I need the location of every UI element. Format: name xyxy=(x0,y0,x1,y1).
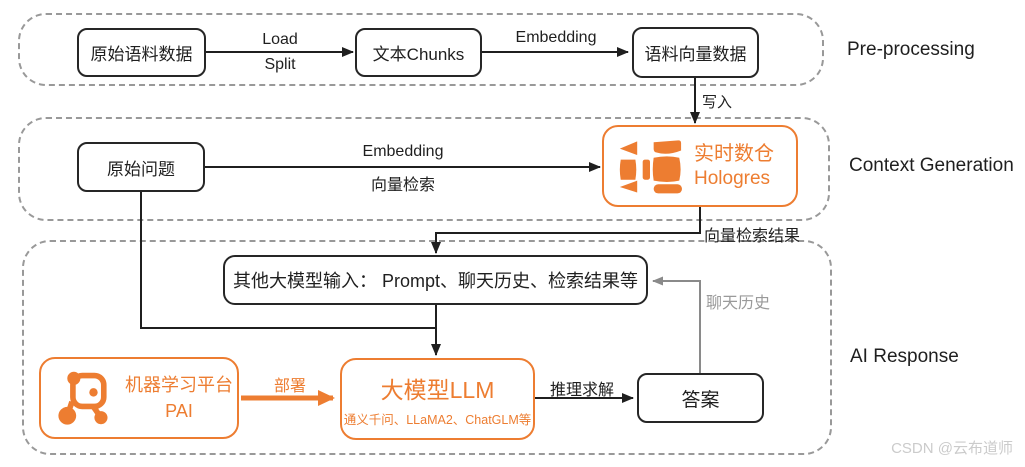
node-label: 原始语料数据 xyxy=(90,45,193,64)
section-label-preprocessing: Pre-processing xyxy=(847,39,975,60)
edge-label-vector-search-result: 向量检索结果 xyxy=(704,228,801,245)
pai-icon xyxy=(58,371,108,425)
pai-title: 机器学习平台 xyxy=(125,375,233,395)
hologres-title: 实时数仓 xyxy=(694,142,774,165)
node-raw-corpus-data: 原始语料数据 xyxy=(77,28,206,77)
edge-label-inference: 推理求解 xyxy=(549,382,614,399)
node-hologres: 实时数仓 Hologres xyxy=(602,125,798,207)
node-text-chunks: 文本Chunks xyxy=(355,28,482,77)
node-corpus-vector-data: 语料向量数据 xyxy=(632,27,759,78)
edge-vector-search-result xyxy=(431,207,701,254)
edge-chat-history-feedback xyxy=(652,276,701,373)
ai-response-section-frame xyxy=(22,240,832,455)
edge-question-to-llm xyxy=(140,192,436,329)
llm-title: 大模型LLM xyxy=(380,376,495,403)
node-raw-question: 原始问题 xyxy=(77,142,205,192)
edge-label-split: Split xyxy=(264,56,296,73)
llm-subtitle: 通义千问、LLaMA2、ChatGLM等 xyxy=(343,412,532,427)
edge-label-load: Load xyxy=(262,31,298,48)
node-llm: 大模型LLM 通义千问、LLaMA2、ChatGLM等 xyxy=(340,358,535,440)
node-label-group: 机器学习平台 PAI xyxy=(125,374,233,422)
node-pai-platform: 机器学习平台 PAI xyxy=(39,357,239,439)
edge-label-embedding-query: Embedding xyxy=(362,143,444,160)
node-label: 语料向量数据 xyxy=(644,45,747,64)
preprocessing-section-frame xyxy=(18,13,824,86)
context-generation-section-frame xyxy=(18,117,830,221)
node-label: 原始问题 xyxy=(107,159,175,179)
edge-label-deploy: 部署 xyxy=(273,378,306,395)
node-label: 文本Chunks xyxy=(372,45,465,64)
node-llm-other-inputs: 其他大模型输入： Prompt、聊天历史、检索结果等 xyxy=(223,255,648,305)
edge-label-vector-search: 向量检索 xyxy=(370,177,435,194)
node-label: 其他大模型输入： Prompt、聊天历史、检索结果等 xyxy=(232,271,638,291)
pai-subtitle: PAI xyxy=(165,400,193,421)
node-label-group: 实时数仓 Hologres xyxy=(694,142,774,191)
edge-label-chat-history: 聊天历史 xyxy=(706,295,771,312)
node-label: 答案 xyxy=(681,389,720,411)
hologres-icon xyxy=(619,140,682,194)
watermark: CSDN @云布道师 xyxy=(891,440,1013,457)
section-label-ai-response: AI Response xyxy=(850,346,959,367)
edge-label-write: 写入 xyxy=(702,94,733,111)
node-answer: 答案 xyxy=(637,373,764,423)
section-label-context-generation: Context Generation xyxy=(849,155,1014,176)
hologres-subtitle: Hologres xyxy=(694,167,771,189)
edge-label-embedding-top: Embedding xyxy=(515,29,597,46)
